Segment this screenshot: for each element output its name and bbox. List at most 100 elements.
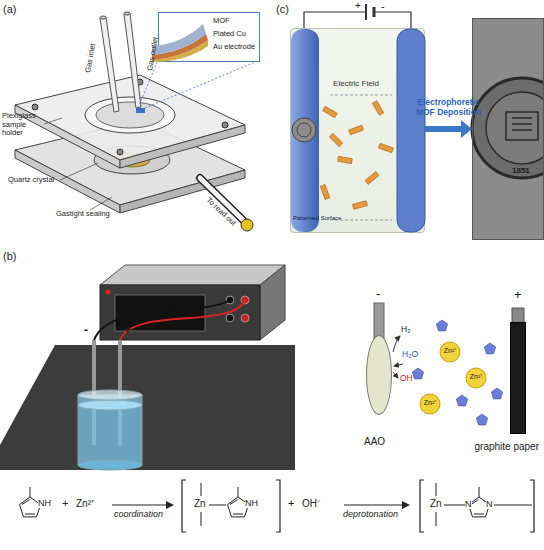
species-label: H₂ bbox=[401, 325, 410, 335]
top-plate-part bbox=[137, 79, 143, 85]
panel-letter: (c) bbox=[276, 3, 289, 16]
arrow-label: Electrophoretic MOF Deposition bbox=[411, 98, 487, 118]
species-label: H₂O bbox=[402, 350, 418, 360]
battery-wiring-part bbox=[365, 4, 367, 20]
deposited-pattern-photo-text: 1851 bbox=[512, 166, 530, 175]
coordination-bonds-part bbox=[444, 505, 465, 506]
polarity-sign: + bbox=[124, 324, 131, 338]
power-supply-part bbox=[226, 296, 234, 304]
power-supply-part bbox=[226, 314, 234, 322]
cell-ring-part bbox=[136, 108, 145, 113]
atom-label: Zn bbox=[194, 498, 206, 510]
electrolyte-cell: Electric FieldPatterned Surface bbox=[290, 28, 425, 233]
ion-label: Zn²⁺ bbox=[440, 347, 460, 355]
readout-cable-part bbox=[241, 219, 253, 231]
ion-label: Zn²⁺ bbox=[76, 498, 94, 510]
imidazole-structures-part bbox=[25, 514, 35, 515]
polarity-sign: + bbox=[355, 0, 361, 12]
imidazole-structures bbox=[20, 487, 490, 517]
gas-tubes-part bbox=[100, 16, 106, 19]
power-supply-part bbox=[106, 290, 111, 295]
readout-cable bbox=[200, 178, 253, 231]
polymer-brackets-part bbox=[530, 480, 534, 532]
lead-wires bbox=[94, 300, 245, 340]
cell-ring-part bbox=[85, 97, 175, 133]
power-supply-part bbox=[241, 296, 249, 304]
cell-ring bbox=[85, 97, 175, 133]
gas-ion-arrows bbox=[393, 336, 403, 378]
part-label: Gastight sealing bbox=[56, 210, 110, 219]
part-label: Gas inlet bbox=[84, 43, 98, 74]
bottom-plate-part bbox=[120, 170, 245, 213]
top-plate bbox=[15, 75, 245, 168]
polarity-sign: - bbox=[381, 0, 385, 13]
seal-photo-part bbox=[472, 78, 544, 178]
reaction-plus: + bbox=[288, 497, 294, 510]
quartz-crystal-part bbox=[94, 146, 170, 174]
atom-label: NH bbox=[38, 498, 51, 508]
battery-wiring-part bbox=[304, 12, 366, 28]
zinc-ions-part bbox=[420, 394, 440, 414]
ion-label: OH⁻ bbox=[302, 498, 320, 510]
quartz-crystal-part bbox=[114, 153, 150, 167]
imidazole-structures-part bbox=[238, 487, 239, 497]
coordination-bonds-part bbox=[209, 505, 226, 506]
coordination-bonds-part bbox=[436, 512, 437, 526]
power-supply-part bbox=[241, 314, 249, 322]
beaker-part bbox=[78, 390, 142, 400]
inset-box: MOF Plated Cu Au electrode bbox=[158, 12, 260, 62]
reaction-arrows-part bbox=[402, 501, 410, 509]
top-plate-part bbox=[117, 149, 123, 155]
power-supply-part bbox=[260, 265, 285, 340]
inset-box-text: MOF bbox=[213, 17, 230, 26]
seal-photo-part bbox=[486, 92, 544, 164]
patterned-electrode: Patterned Surface bbox=[291, 29, 319, 232]
gas-tubes bbox=[100, 12, 141, 112]
part-leader-lines bbox=[44, 118, 112, 210]
bottom-plate-part bbox=[15, 120, 245, 205]
inset-box-text: Au electrode bbox=[213, 43, 255, 52]
power-supply-part bbox=[100, 265, 285, 285]
beaker-part bbox=[118, 340, 122, 445]
deposited-pattern-photo: 1851 bbox=[472, 18, 544, 240]
part-leader-lines-part bbox=[90, 197, 112, 210]
reaction-arrows-part bbox=[344, 504, 404, 505]
inset-box-text: Plated Cu bbox=[213, 30, 246, 39]
arrow-head bbox=[461, 120, 472, 138]
polymer-brackets-part bbox=[182, 480, 186, 532]
top-plate-part bbox=[15, 75, 245, 160]
species-label: OH⁻ bbox=[400, 374, 416, 384]
atom-label: Zn bbox=[430, 498, 442, 510]
lab-table bbox=[0, 345, 295, 470]
polymer-brackets bbox=[182, 480, 534, 532]
seal-photo-part bbox=[506, 112, 538, 140]
aao-electrode-text: AAO bbox=[364, 436, 385, 448]
quartz-crystal bbox=[94, 146, 170, 174]
coordination-bonds-part bbox=[494, 505, 532, 506]
reaction-condition: deprotonation bbox=[343, 509, 398, 519]
seal-photo bbox=[472, 18, 544, 240]
imidazole-ligands-part bbox=[476, 414, 487, 425]
reaction-arrows-part bbox=[166, 501, 174, 509]
graphite-electrode: graphite paper bbox=[510, 322, 526, 434]
electrode-holders bbox=[374, 303, 524, 343]
imidazole-structures-part bbox=[471, 500, 479, 505]
top-plate-part bbox=[32, 104, 38, 110]
seal-photo-part bbox=[472, 18, 544, 240]
ion-label: Zn²⁺ bbox=[420, 399, 440, 407]
imidazole-ligands bbox=[412, 320, 502, 425]
imidazole-structures-part bbox=[479, 487, 480, 497]
power-supply bbox=[100, 265, 285, 340]
polarity-sign: - bbox=[84, 324, 88, 338]
panel-letter: (a) bbox=[3, 3, 16, 16]
polymer-brackets-part bbox=[420, 480, 424, 532]
lab-table-part bbox=[0, 345, 295, 470]
imidazole-structures-part bbox=[233, 514, 243, 515]
atom-label: N bbox=[486, 499, 493, 509]
top-plate-part bbox=[222, 122, 228, 128]
atom-label: NH bbox=[245, 498, 258, 508]
reaction-condition: coordination bbox=[114, 509, 163, 519]
imidazole-ligands-part bbox=[491, 388, 502, 399]
